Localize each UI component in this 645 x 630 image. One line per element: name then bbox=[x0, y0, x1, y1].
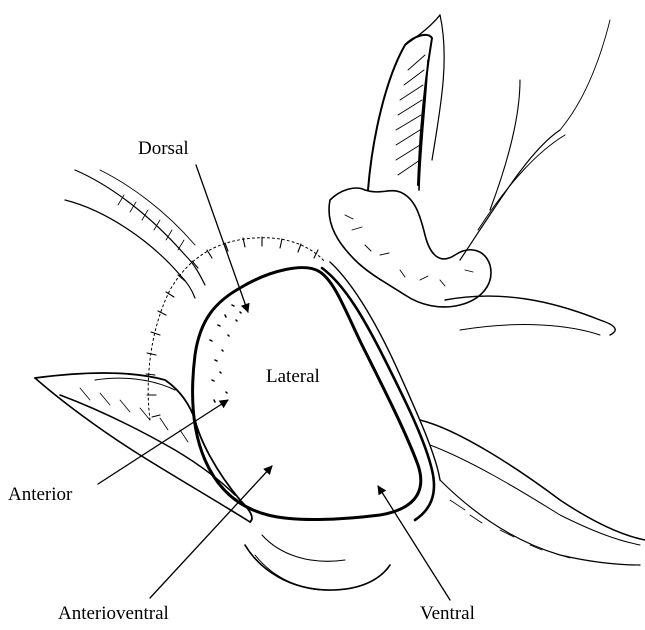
background-structures bbox=[329, 15, 645, 565]
ventral-arrow bbox=[378, 486, 450, 600]
lower-loop bbox=[245, 535, 390, 590]
label-anterior: Anterior bbox=[8, 485, 72, 504]
label-lateral: Lateral bbox=[266, 367, 320, 386]
eye-globe bbox=[192, 262, 440, 520]
label-anterioventral: Anterioventral bbox=[58, 604, 169, 623]
dorsal-arrow bbox=[196, 165, 248, 312]
label-ventral: Ventral bbox=[420, 604, 475, 623]
orbital-rim bbox=[146, 237, 325, 420]
label-dorsal: Dorsal bbox=[138, 139, 189, 158]
upper-left-tendon bbox=[65, 170, 205, 298]
anterioventral-arrow bbox=[150, 466, 272, 598]
